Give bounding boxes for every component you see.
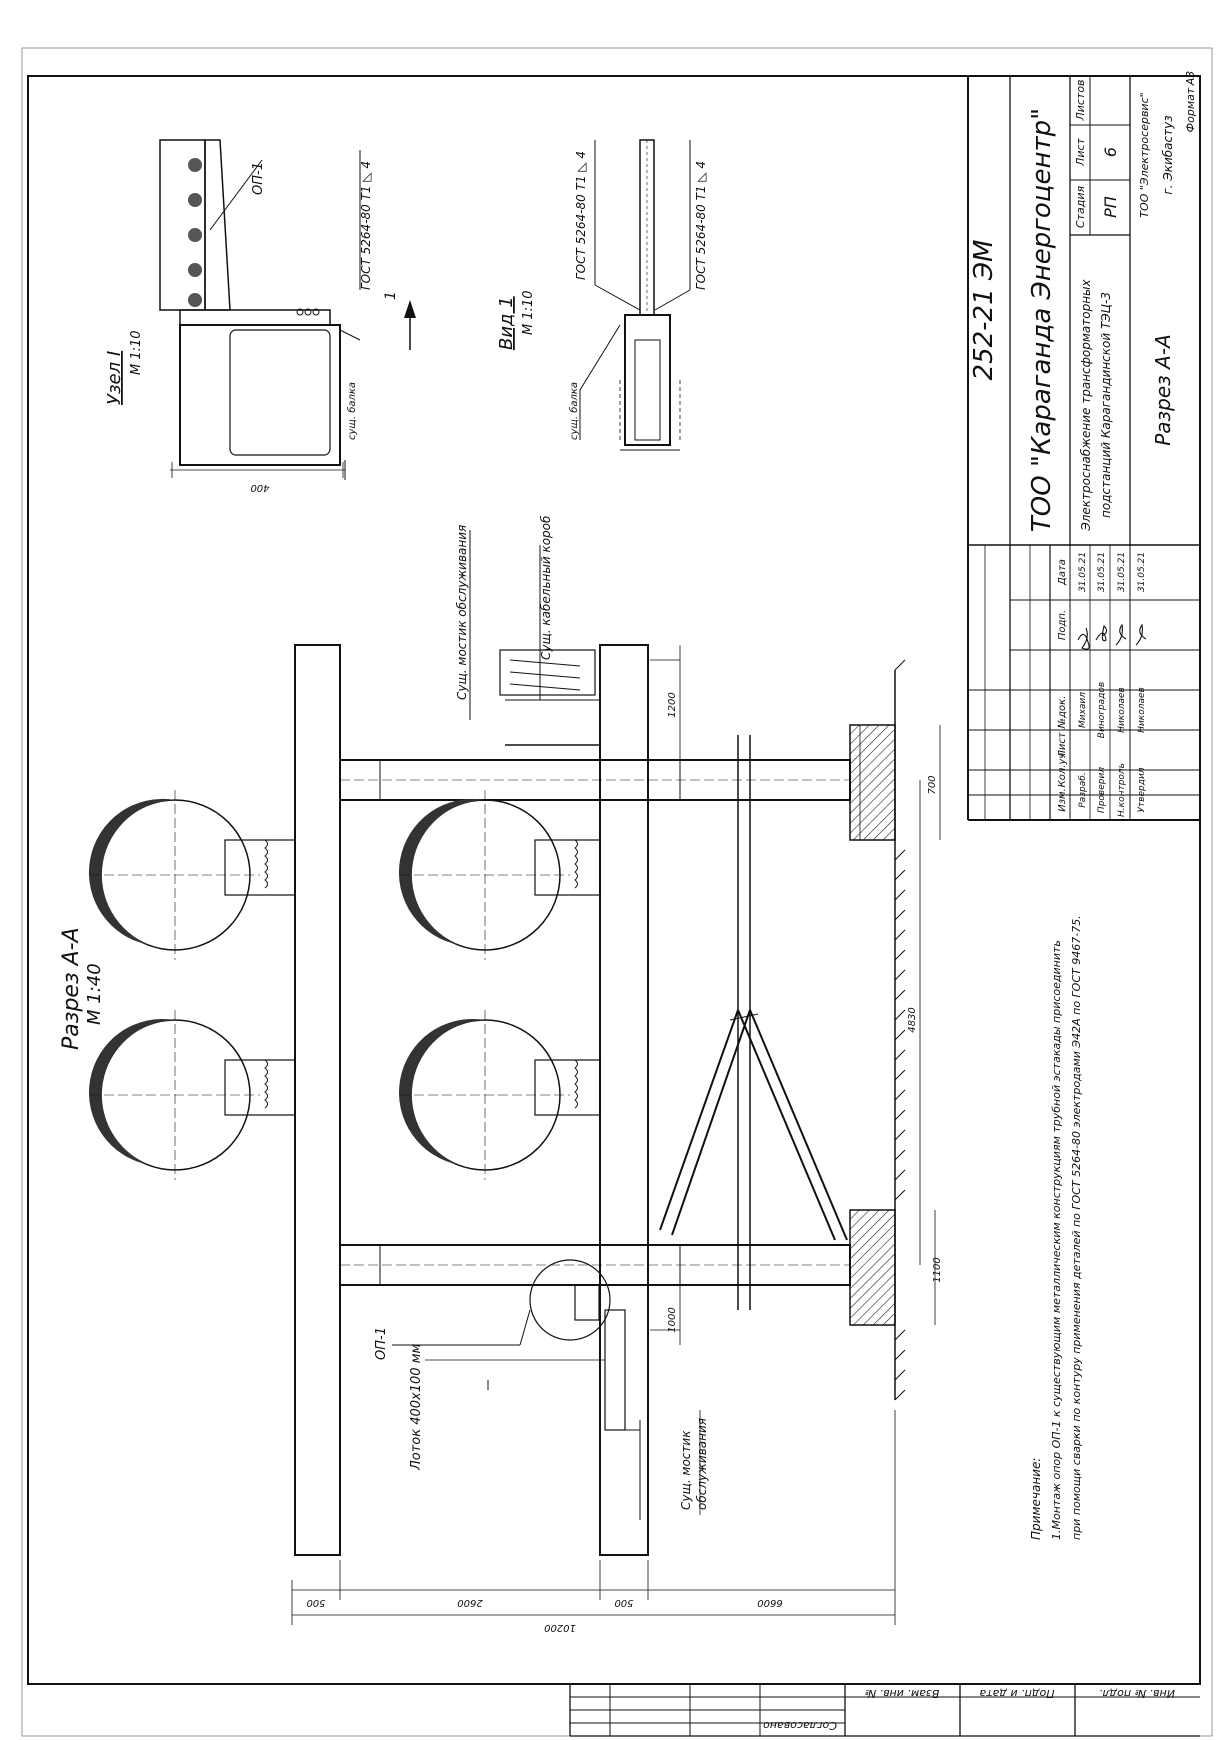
signature-0 [1077, 627, 1090, 650]
dim-500b: 500 [614, 1597, 633, 1608]
side-stamp: Согласовано Взам. инв. № Подп. и дата Ин… [569, 1684, 1200, 1737]
node-detail: Узел I М 1:10 ОП-1 ГОСТ 5264-80 Т1 ◺ 4 с… [104, 139, 416, 493]
dim-1100: 1100 [932, 1257, 943, 1282]
signer-name-3: Николаев [1137, 687, 1147, 733]
foundation-left [849, 1209, 896, 1326]
designer-company: ТОО "Электросервис" [1138, 92, 1151, 217]
inv-repl-label: Взам. инв. № [865, 1687, 940, 1700]
change-header-4: Подп. [1057, 610, 1068, 640]
view-detail: Вид 1 М 1:10 ГОСТ 5264-80 Т1 ◺ 4 ГОСТ 52… [496, 139, 708, 451]
section-title: Разрез А-А [59, 927, 84, 1050]
notes-line-2: при помощи сварки по контуру применения … [1070, 915, 1083, 1540]
platform-top-label: Сущ. мостик обслуживания [455, 525, 469, 700]
dim-6600: 6600 [757, 1597, 782, 1608]
change-header-0: Изм. [1057, 788, 1068, 812]
pipe-bottom-right [398, 790, 601, 960]
stage-value: РП [1101, 196, 1120, 218]
op1-node-label: ОП-1 [251, 162, 266, 195]
beam-node-label: сущ. балка [346, 382, 358, 440]
signer-name-1: Виноградов [1097, 682, 1107, 738]
notes-line-1: 1.Монтаж опор ОП-1 к существующим металл… [1050, 940, 1063, 1540]
format-value: А3 [1184, 71, 1197, 87]
pipe-bottom-left [398, 1010, 601, 1180]
dim-500a: 500 [306, 1597, 325, 1608]
signer-date-1: 31.05.21 [1097, 552, 1107, 592]
section-view: Разрез А-А М 1:40 [59, 515, 1083, 1633]
beam-lower [599, 644, 649, 1556]
signature-1 [1095, 624, 1108, 642]
project-line-2: подстанций Карагандинской ТЭЦ-3 [1099, 292, 1113, 518]
signature-3 [1135, 623, 1147, 646]
weld-label-1: ГОСТ 5264-80 Т1 ◺ 4 [359, 161, 373, 290]
sheet-header: Лист [1074, 137, 1087, 166]
title-block: 252-21 ЭМ ТОО "Караганда Энергоцентр" Эл… [967, 71, 1200, 821]
platform-bottom-label-2: обслуживания [695, 1418, 709, 1510]
signer-role-3: Утвердил [1137, 767, 1147, 812]
beam-view-label: сущ. балка [568, 382, 580, 440]
weld-label-2: ГОСТ 5264-80 Т1 ◺ 4 [574, 151, 588, 280]
sheet-value: 6 [1101, 147, 1120, 157]
sheets-header: Листов [1074, 79, 1087, 121]
pipe-top-right [88, 790, 296, 960]
view-scale: М 1:10 [521, 290, 536, 335]
foundation-right [849, 724, 896, 841]
drawing-frame [27, 75, 1201, 1685]
agreed-label: Согласовано [763, 1719, 837, 1732]
detail-circle [529, 1259, 611, 1341]
stage-header: Стадия [1074, 186, 1087, 229]
change-header-2: Лист [1057, 731, 1068, 759]
dim-1000: 1000 [667, 1307, 678, 1332]
change-header-1: Кол.уч [1057, 753, 1068, 788]
drawing-code: 252-21 ЭМ [969, 240, 999, 381]
weld-label-3: ГОСТ 5264-80 Т1 ◺ 4 [694, 161, 708, 290]
sign-date-label: Подп. и дата [979, 1687, 1054, 1700]
signer-name-2: Николаев [1117, 687, 1127, 733]
cable-duct-label: Сущ. кабельный короб [539, 515, 553, 660]
signer-role-0: Разраб. [1078, 772, 1088, 807]
format-label: Формат [1184, 87, 1197, 132]
change-header-5: Дата [1057, 559, 1068, 586]
beam-upper [294, 644, 341, 1556]
dim-700: 700 [927, 775, 938, 794]
arrow-1-label: 1 [383, 291, 399, 300]
notes-heading: Примечание: [1029, 1458, 1043, 1540]
designer-city: г. Экибастуз [1161, 115, 1175, 194]
node-title: Узел I [104, 351, 125, 405]
section-scale: М 1:40 [84, 963, 105, 1025]
tray-label: Лоток 400х100 мм [409, 1344, 424, 1471]
dim-4830: 4830 [907, 1007, 918, 1032]
dim-total: 10200 [544, 1622, 576, 1633]
view-title: Вид 1 [496, 296, 517, 350]
signer-date-3: 31.05.21 [1137, 552, 1147, 592]
sheet-title: Разрез А-А [1151, 334, 1175, 446]
dim-1200: 1200 [667, 692, 678, 717]
signer-date-0: 31.05.21 [1078, 552, 1088, 592]
signer-role-2: Н.контроль [1117, 763, 1127, 817]
dim-2600: 2600 [457, 1597, 482, 1608]
node-scale: М 1:10 [129, 330, 144, 375]
inv-orig-label: Инв. № подл. [1099, 1687, 1175, 1700]
signer-date-2: 31.05.21 [1117, 552, 1127, 592]
organization-name: ТОО "Караганда Энергоцентр" [1027, 108, 1057, 532]
project-line-1: Электроснабжение трансформаторных [1079, 278, 1093, 531]
signer-role-1: Проверил [1097, 767, 1107, 813]
dim-node-400: 400 [250, 482, 269, 493]
signature-2 [1115, 623, 1127, 646]
change-header-3: №док. [1057, 696, 1068, 730]
pipe-top-left [88, 1010, 296, 1180]
op1-section-label: ОП-1 [374, 1327, 389, 1360]
platform-bottom-label-1: Сущ. мостик [679, 1430, 693, 1510]
signer-name-0: Михаил [1078, 692, 1088, 728]
